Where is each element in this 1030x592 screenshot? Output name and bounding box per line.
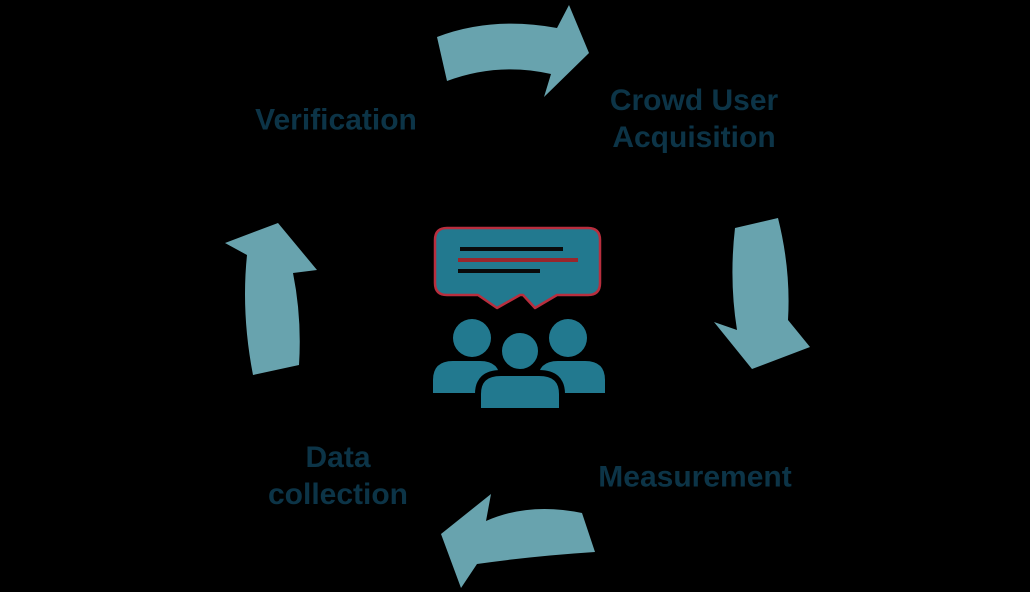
speech-bubble-icon [433,226,602,310]
person-left-head [453,319,491,357]
cycle-label-verification: Verification [255,103,417,137]
crowd-discussion-icon [433,226,605,414]
cycle-arrow-left-icon [225,223,317,375]
cycle-label-crowd-user-acquisition: Crowd User Acquisition [609,84,779,154]
bubble-text-line [460,247,563,251]
bubble-text-line [458,269,540,273]
cycle-arrow-bottom-icon [441,494,595,588]
cycle-arrow-right-icon [714,218,810,369]
cycle-label-data-collection: Data collection [267,441,409,511]
person-center-head [496,327,544,375]
cycle-label-measurement: Measurement [598,460,792,494]
crowd-icon [433,319,605,414]
bubble-text-line-accent [458,258,578,262]
person-right-head [549,319,587,357]
cycle-arrow-top-icon [437,5,589,97]
person-center-body [475,370,565,414]
